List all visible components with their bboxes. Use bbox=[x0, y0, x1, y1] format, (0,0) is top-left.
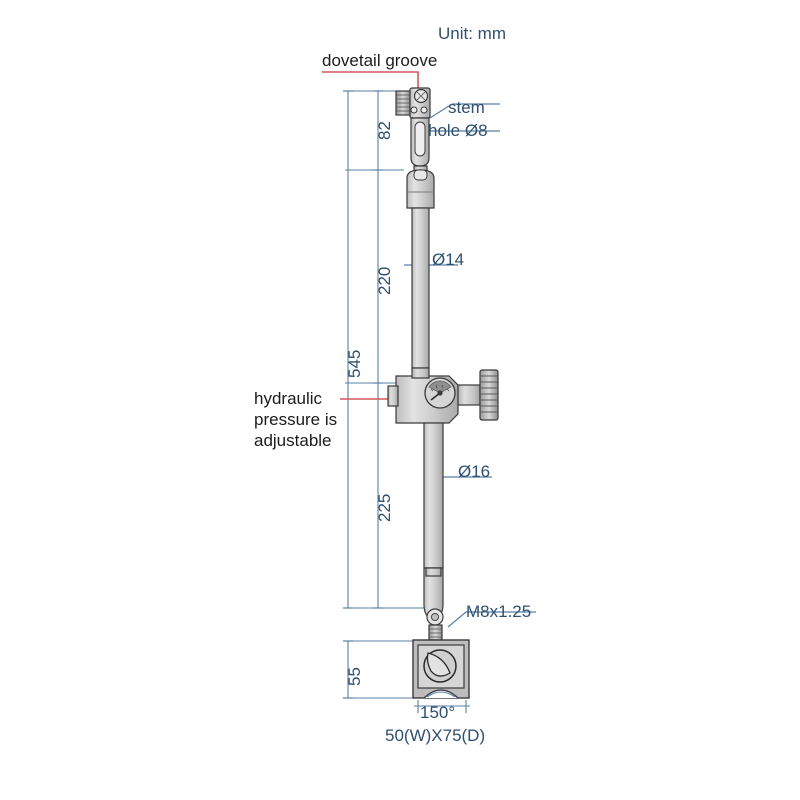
upper-joint-socket bbox=[413, 169, 428, 181]
dimension-thread-m8: M8x1.25 bbox=[466, 602, 532, 621]
dimension-dia-16: Ø16 bbox=[458, 462, 491, 481]
angle-arc-150 bbox=[426, 691, 456, 698]
stem-bore bbox=[414, 121, 426, 157]
dimension-225: 225 bbox=[375, 493, 394, 522]
dovetail-head bbox=[395, 87, 431, 179]
switch-lever-icon bbox=[426, 652, 451, 677]
dimension-dia-14: Ø14 bbox=[432, 250, 465, 269]
leader-stem bbox=[429, 103, 453, 119]
upper-ball-joint bbox=[406, 169, 435, 209]
callout-leaders-red bbox=[322, 71, 419, 400]
valve-stub bbox=[457, 384, 481, 406]
thread-stud-icon bbox=[428, 624, 443, 641]
unit-note: Unit: mm bbox=[438, 24, 506, 43]
magnetic-base bbox=[412, 639, 470, 699]
stand-assembly bbox=[387, 87, 499, 699]
stem-hole-right bbox=[420, 106, 428, 114]
lower-arm-column bbox=[423, 422, 444, 569]
valve-left-stub bbox=[387, 385, 399, 407]
dimension-82: 82 bbox=[375, 121, 394, 140]
hydraulic-valve-block bbox=[387, 367, 499, 424]
gauge-scale-icon bbox=[428, 380, 452, 394]
dimension-545: 545 bbox=[345, 349, 364, 378]
hand-knob-icon bbox=[479, 369, 499, 421]
callout-stem-hole-dia: hole Ø8 bbox=[428, 121, 488, 140]
leader-m8 bbox=[447, 611, 467, 628]
valve-top-collar bbox=[411, 367, 430, 379]
dimension-150-deg: 150° bbox=[420, 703, 456, 722]
lower-ball-joint bbox=[423, 567, 444, 626]
callout-hydraulic-line3: adjustable bbox=[254, 431, 332, 450]
callout-hydraulic-line2: pressure is bbox=[254, 410, 338, 429]
dimension-55: 55 bbox=[345, 667, 364, 686]
callout-hydraulic-line1: hydraulic bbox=[254, 389, 323, 408]
dimension-220: 220 bbox=[375, 266, 394, 295]
callout-stem: stem bbox=[448, 98, 485, 117]
base-vee-groove bbox=[423, 689, 459, 699]
stem-hole-left bbox=[410, 106, 418, 114]
base-size-spec: 50(W)X75(D) bbox=[385, 726, 486, 745]
callout-dovetail-groove: dovetail groove bbox=[322, 51, 438, 70]
m8-threaded-stud bbox=[428, 624, 443, 641]
dimension-lines bbox=[343, 90, 470, 713]
leader-dovetail-groove bbox=[322, 71, 419, 90]
upper-arm-column bbox=[411, 207, 430, 369]
